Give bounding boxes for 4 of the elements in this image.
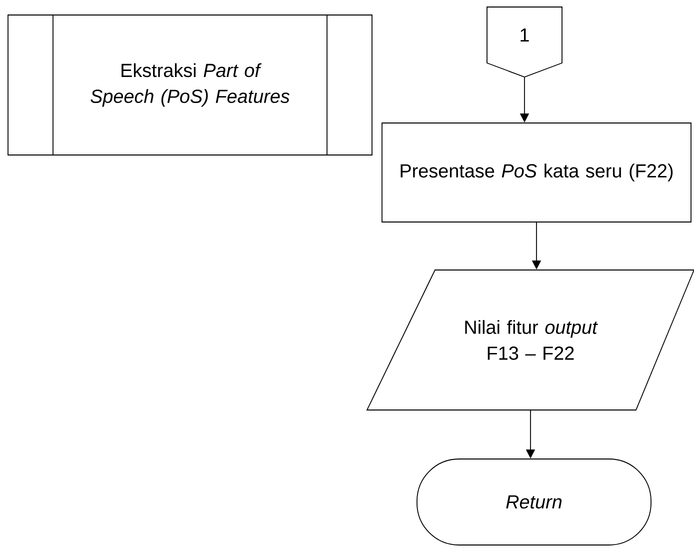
process-box: Presentase PoS kata seru (F22) xyxy=(382,122,692,222)
terminal-box: Return xyxy=(416,458,652,546)
predefined-process-box: Ekstraksi Part of Speech (PoS) Features xyxy=(8,14,372,156)
off-page-connector: 1 xyxy=(486,6,562,78)
